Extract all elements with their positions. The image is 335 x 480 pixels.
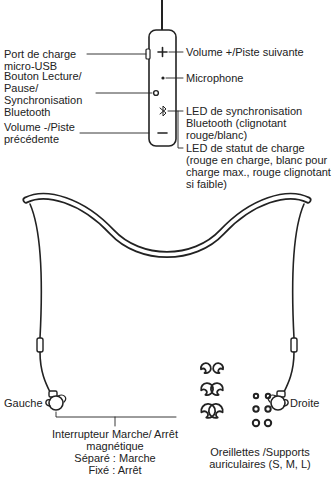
leader-line <box>80 133 149 134</box>
plus-symbol <box>158 48 167 57</box>
side-label: Droite <box>290 397 332 409</box>
part-label: Interrupteur Marche/ Arrêt magnétique <box>50 428 180 452</box>
ear-wing <box>253 406 258 411</box>
left-cable-clip <box>37 338 43 352</box>
right-earbud <box>268 391 288 410</box>
ear-wing <box>265 420 271 426</box>
right-cable <box>293 204 304 338</box>
part-label: Volume +/Piste suivante <box>186 46 332 58</box>
left-cable <box>40 352 50 392</box>
leader-line <box>115 417 116 426</box>
ear-tip <box>201 363 211 373</box>
part-label: Bouton Lecture/ Pause/ Synchronisation B… <box>4 70 96 118</box>
neckband-inner <box>26 196 308 254</box>
leader-line <box>178 111 183 148</box>
ear-tip <box>209 404 223 418</box>
ear-wing <box>254 394 258 398</box>
leader-line <box>169 52 183 53</box>
minus-symbol <box>158 132 167 134</box>
leader-line <box>96 93 152 94</box>
note-label: Séparé : Marche <box>50 452 180 464</box>
left-cable <box>30 204 41 338</box>
leader-line <box>168 111 183 112</box>
left-earbud <box>46 391 66 410</box>
ear-tip <box>211 383 223 395</box>
note-label: Fixé : Arrêt <box>50 464 180 476</box>
mic-hole <box>161 76 164 79</box>
neckband <box>26 196 308 254</box>
ear-tip <box>213 363 223 373</box>
side-label: Gauche <box>4 397 48 409</box>
ear-tips <box>201 363 223 418</box>
ear-wing <box>266 394 270 398</box>
part-label: Volume -/Piste précédente <box>4 121 96 145</box>
ear-wing <box>253 420 259 426</box>
leader-line <box>56 412 176 417</box>
bluetooth-symbol <box>160 106 166 116</box>
right-cable-clip <box>291 338 297 352</box>
right-cable <box>284 352 294 392</box>
leader-line <box>87 54 146 55</box>
part-label: LED de synchronisation Bluetooth (cligno… <box>186 105 332 141</box>
remote-body <box>149 30 176 146</box>
part-label: Port de charge micro-USB <box>4 48 88 72</box>
remote-cable <box>161 0 163 30</box>
usb-port <box>146 49 150 59</box>
ear-wings <box>253 394 271 426</box>
part-label: LED de statut de charge (rouge en charge… <box>186 142 332 190</box>
ear-wing <box>265 406 270 411</box>
leader-line <box>166 78 183 79</box>
part-label: Microphone <box>186 72 332 84</box>
part-label: Oreillettes /Supports auriculaires (S, M… <box>188 446 332 470</box>
play-button <box>154 91 159 96</box>
